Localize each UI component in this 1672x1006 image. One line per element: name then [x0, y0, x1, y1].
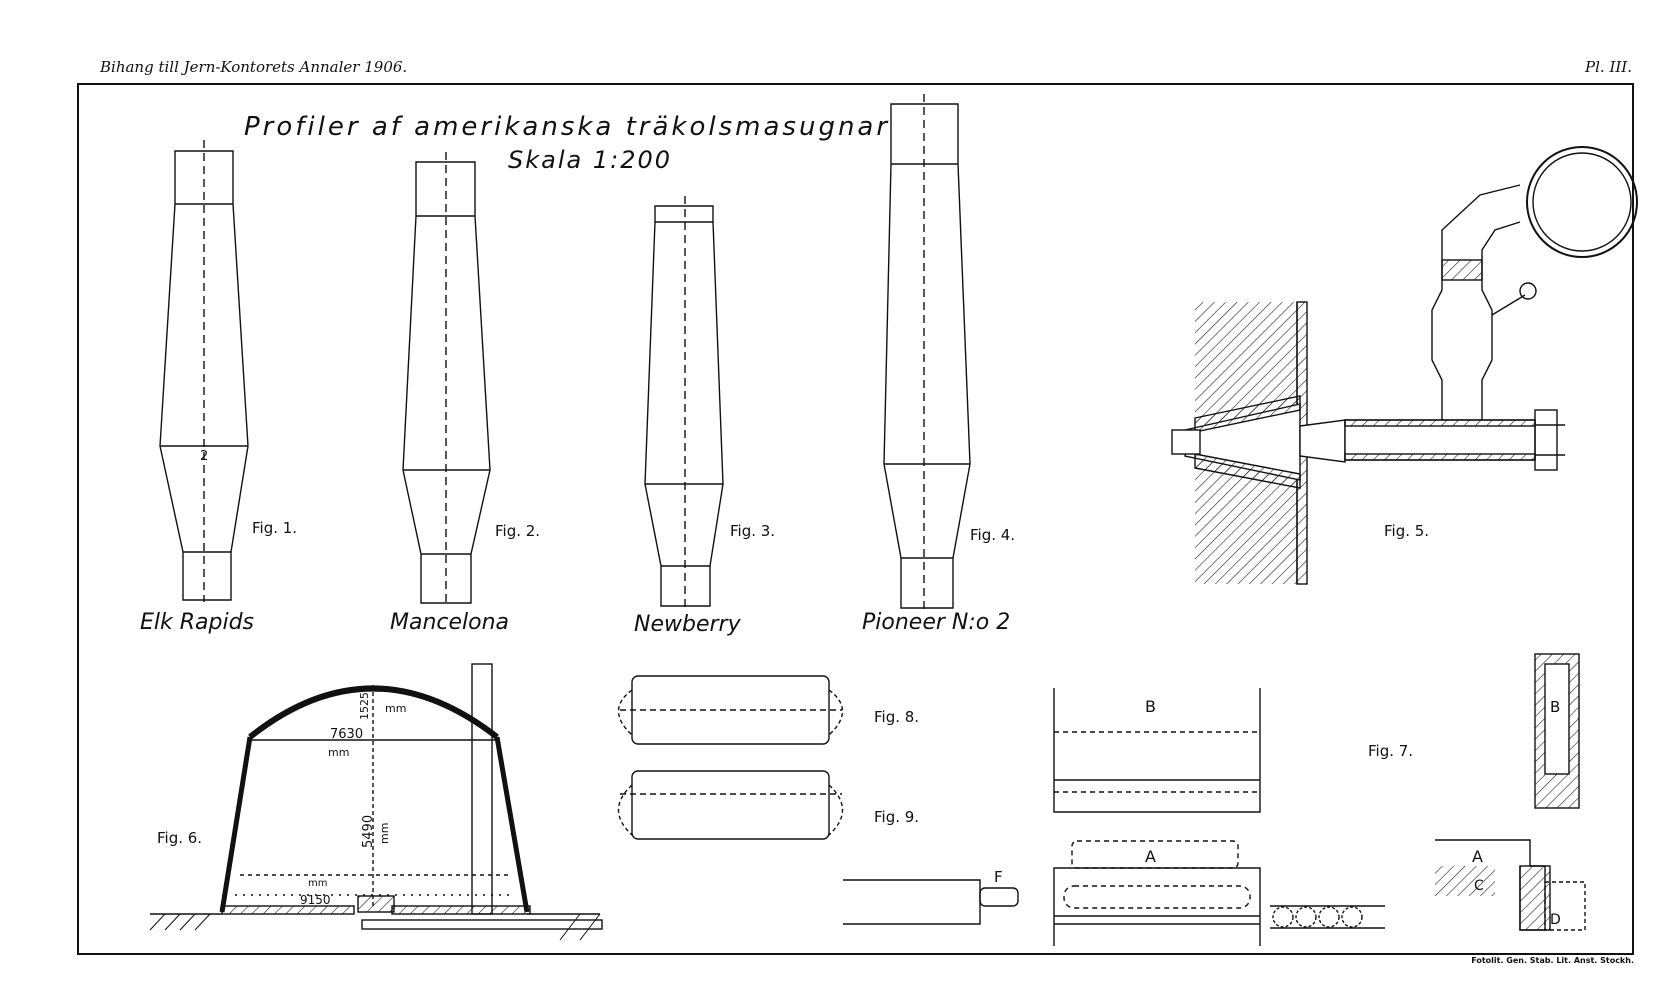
fig6-dim-floor-unit: mm — [308, 878, 327, 889]
fig6-charcoal-kiln — [149, 663, 603, 941]
fig2-label: Fig. 2. — [495, 522, 540, 540]
fig2-furnace-profile — [402, 152, 491, 605]
plate-scale: Skala 1:200 — [508, 146, 673, 174]
fig7-letter-d: D — [1550, 912, 1561, 928]
fig7-label: Fig. 7. — [1368, 742, 1413, 760]
fig9-block — [617, 770, 844, 840]
fig-f-bar — [843, 879, 1019, 925]
fig4-furnace-profile — [883, 94, 971, 610]
fig6-dim-height-unit: mm — [378, 823, 391, 844]
fig7-detail — [1435, 653, 1586, 931]
fig5-tuyere-assembly — [1171, 146, 1638, 585]
fig6-dim-rise-unit: mm — [385, 702, 406, 715]
printer-credit: Fotolit. Gen. Stab. Lit. Anst. Stockh. — [1471, 956, 1634, 965]
page-header-left: Bihang till Jern-Kontorets Annaler 1906. — [100, 58, 408, 76]
fig3-label: Fig. 3. — [730, 522, 775, 540]
fig5-label: Fig. 5. — [1384, 522, 1429, 540]
fig4-label: Fig. 4. — [970, 526, 1015, 544]
section-letter-f: F — [994, 868, 1003, 886]
fig1-label: Fig. 1. — [252, 519, 297, 537]
fig7-letter-a: A — [1472, 847, 1483, 866]
fig1-name: Elk Rapids — [140, 610, 255, 635]
fig6-dim-height: 5490 — [361, 815, 376, 848]
fig7-letter-c: C — [1474, 878, 1484, 894]
fig9-label: Fig. 9. — [874, 808, 919, 826]
fig7-letter-b: B — [1550, 698, 1560, 716]
section-letter-a: A — [1145, 847, 1156, 866]
fig6-dim-rise: 1525 — [358, 692, 371, 720]
fig8-block — [617, 675, 844, 745]
plate-frame — [77, 83, 1634, 955]
fig4-name: Pioneer N:o 2 — [862, 610, 1011, 635]
section-b-a — [1053, 688, 1385, 946]
fig1-furnace-profile — [159, 140, 249, 602]
fig6-dim-width: 7630 — [330, 727, 363, 742]
fig8-label: Fig. 8. — [874, 708, 919, 726]
fig3-name: Newberry — [634, 612, 741, 637]
fig6-dim-width-unit: mm — [328, 746, 349, 759]
fig6-dim-floor: 9150 — [300, 893, 331, 907]
fig1-mark: 2 — [200, 449, 208, 464]
page-header-right: Pl. III. — [1585, 58, 1632, 76]
fig2-name: Mancelona — [390, 610, 510, 635]
fig6-label: Fig. 6. — [157, 829, 202, 847]
plate-title: Profiler af amerikanska träkolsmasugnar — [244, 112, 891, 142]
fig3-furnace-profile — [644, 196, 724, 608]
section-letter-b: B — [1145, 697, 1156, 716]
